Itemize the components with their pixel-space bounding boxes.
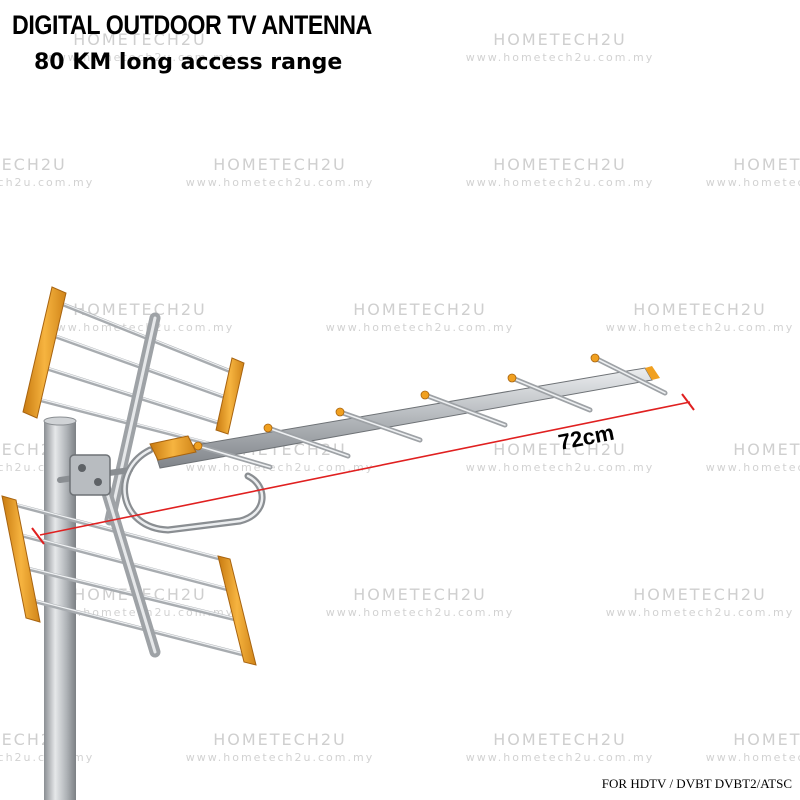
watermark-url: www.hometech2u.com.my	[326, 321, 514, 334]
watermark-url: www.hometech2u.com.my	[46, 321, 234, 334]
watermark-url: www.hometech2u.com.my	[466, 176, 654, 189]
watermark-brand: HOMETECH2U	[633, 585, 767, 604]
lower-reflector	[1, 495, 257, 666]
watermark-brand: HOMETECH2U	[493, 30, 627, 49]
watermark-brand: HOMETECH2U	[493, 730, 627, 749]
director-rod	[594, 357, 666, 394]
watermark-url: www.hometech2u.com.my	[466, 51, 654, 64]
director-tip-cap	[193, 441, 203, 451]
subheadline: 80 KM long access range	[34, 50, 343, 75]
watermark-brand: HOMETECH2U	[213, 730, 347, 749]
watermark-brand: HOMETECH2U	[493, 155, 627, 174]
watermark-url: www.hometech2u.com.my	[326, 606, 514, 619]
watermark-url: www.hometech2u.com.my	[706, 751, 800, 764]
watermark-url: www.hometech2u.com.my	[706, 461, 800, 474]
watermark-url: www.hometech2u.com.my	[186, 461, 374, 474]
watermark-brand: HOMETECH2U	[633, 300, 767, 319]
director-elements	[193, 353, 668, 470]
watermark-url: www.hometech2u.com.my	[186, 176, 374, 189]
director-rod	[424, 394, 506, 426]
director-tip-cap	[590, 353, 600, 363]
watermark-url: www.hometech2u.com.my	[706, 176, 800, 189]
watermark-brand: HOMETECH2U	[353, 585, 487, 604]
watermark-brand: HOMETECH2U	[733, 155, 800, 174]
watermark-url: www.hometech2u.com.my	[46, 51, 234, 64]
watermark-url: www.hometech2u.com.my	[606, 321, 794, 334]
watermark-brand: HOMETECH2U	[493, 440, 627, 459]
watermark-brand: HOMETECH2U	[73, 30, 207, 49]
mounting-clamp	[69, 454, 111, 496]
support-arms	[57, 312, 161, 658]
watermark-url: www.hometech2u.com.my	[466, 751, 654, 764]
watermark-brand: HOMETECH2U	[0, 155, 67, 174]
watermark-brand: HOMETECH2U	[733, 440, 800, 459]
footer-note: FOR HDTV / DVBT DVBT2/ATSC	[601, 776, 792, 791]
director-rod	[267, 427, 349, 457]
director-rod	[511, 377, 591, 411]
watermark-brand: HOMETECH2U	[73, 300, 207, 319]
director-rod	[339, 411, 421, 441]
watermark-brand: HOMETECH2U	[213, 155, 347, 174]
folded-dipole	[121, 435, 266, 534]
director-tip-cap	[263, 423, 273, 433]
watermark-url: www.hometech2u.com.my	[0, 176, 94, 189]
director-rod	[197, 445, 271, 468]
antenna-boom	[154, 366, 660, 469]
upper-reflector	[22, 286, 245, 448]
watermark-url: www.hometech2u.com.my	[186, 751, 374, 764]
dimension-indicator	[31, 393, 695, 545]
watermark-brand: HOMETECH2U	[733, 730, 800, 749]
watermark-url: www.hometech2u.com.my	[606, 606, 794, 619]
director-tip-cap	[335, 407, 345, 417]
headline: DIGITAL OUTDOOR TV ANTENNA	[12, 10, 372, 40]
watermark-url: www.hometech2u.com.my	[466, 461, 654, 474]
director-tip-cap	[507, 373, 517, 383]
watermark-brand: HOMETECH2U	[353, 300, 487, 319]
director-tip-cap	[420, 390, 430, 400]
watermark-layer: HOMETECH2Uwww.hometech2u.com.myHOMETECH2…	[0, 30, 800, 764]
